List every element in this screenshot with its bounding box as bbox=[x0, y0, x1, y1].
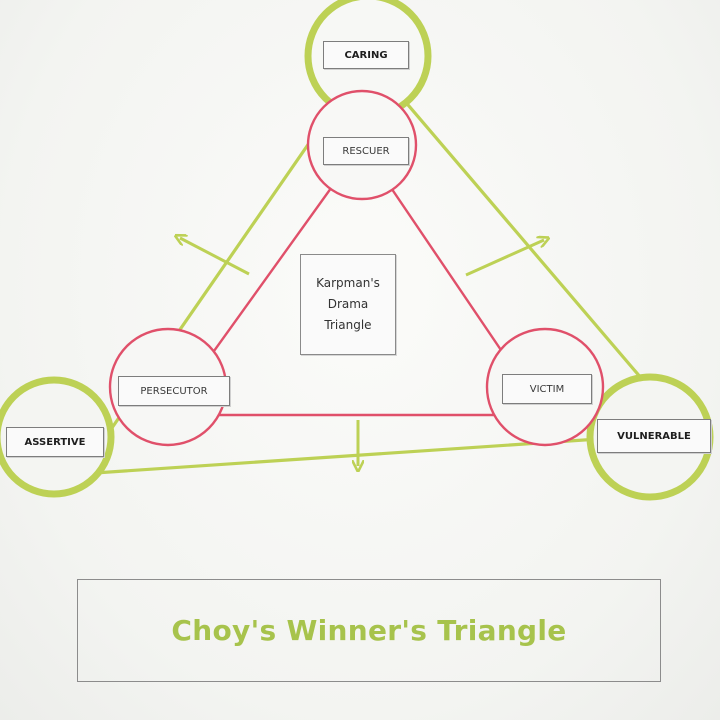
karpman-drama-triangle-box: Karpman's Drama Triangle bbox=[300, 254, 396, 355]
arrow-upper-right bbox=[465, 240, 544, 277]
vulnerable-text: VULNERABLE bbox=[617, 430, 691, 442]
caring-label: CARING bbox=[323, 41, 409, 69]
victim-label: VICTIM bbox=[502, 374, 592, 404]
vulnerable-label: VULNERABLE bbox=[597, 419, 711, 453]
rescuer-label: RESCUER bbox=[323, 137, 409, 165]
center-line-3: Triangle bbox=[324, 318, 372, 332]
assertive-text: ASSERTIVE bbox=[24, 436, 86, 448]
winners-triangle bbox=[78, 56, 690, 476]
assertive-label: ASSERTIVE bbox=[6, 427, 104, 457]
center-line-1: Karpman's bbox=[316, 276, 380, 290]
drama-triangle bbox=[166, 143, 547, 417]
center-line-2: Drama bbox=[327, 297, 369, 311]
diagram-title: Choy's Winner's Triangle bbox=[171, 614, 567, 647]
caring-text: CARING bbox=[344, 49, 388, 61]
persecutor-label: PERSECUTOR bbox=[118, 376, 230, 406]
persecutor-text: PERSECUTOR bbox=[140, 385, 208, 397]
rescuer-text: RESCUER bbox=[342, 145, 390, 157]
victim-text: VICTIM bbox=[529, 383, 565, 395]
arrow-upper-left bbox=[180, 238, 250, 276]
title-box: Choy's Winner's Triangle bbox=[77, 579, 661, 682]
